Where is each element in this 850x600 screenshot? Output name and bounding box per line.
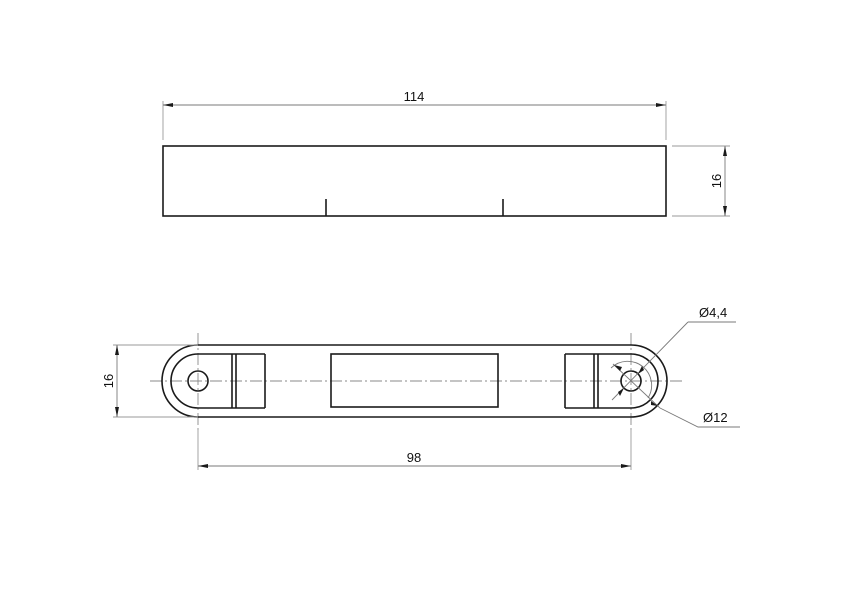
- arrowhead-icon: [163, 103, 173, 107]
- dimension-spacing-98: 98: [197, 430, 632, 470]
- dimension-height-16-top: 16: [672, 145, 730, 217]
- arrowhead-icon: [638, 366, 644, 374]
- arrowhead-icon: [723, 146, 727, 156]
- dimension-diameter-4-4: Ø4,4: [611, 305, 736, 401]
- dimension-label-16-bottom: 16: [101, 374, 116, 388]
- dimension-label-16-top: 16: [709, 174, 724, 188]
- arrowhead-icon: [621, 464, 631, 468]
- dimension-length-114: 114: [162, 89, 667, 140]
- dimension-label-98: 98: [407, 450, 421, 465]
- center-pocket: [330, 353, 499, 408]
- mounting-hole-right: [620, 370, 642, 392]
- mounting-hole-left: [187, 370, 209, 392]
- dimension-label-diameter-4-4: Ø4,4: [699, 305, 727, 320]
- arrowhead-icon: [115, 345, 119, 355]
- arrowhead-icon: [614, 365, 622, 371]
- arrowhead-icon: [198, 464, 208, 468]
- dimension-label-114: 114: [404, 89, 425, 104]
- dimension-diameter-12: Ø12: [610, 360, 740, 428]
- arrowhead-icon: [115, 407, 119, 417]
- top-view-body-outline: [162, 145, 667, 217]
- top-view: 114 16: [162, 89, 730, 217]
- dimension-label-diameter-12: Ø12: [703, 410, 728, 425]
- arrowhead-icon: [656, 103, 666, 107]
- bottom-view: 16 98 Ø12 Ø4,4: [101, 305, 740, 470]
- arrowhead-icon: [723, 206, 727, 216]
- inner-arc-right: [630, 353, 659, 409]
- arrowhead-icon: [651, 401, 658, 406]
- inner-arc-left: [170, 353, 199, 409]
- arrowhead-icon: [618, 388, 624, 396]
- outer-outline: [161, 344, 668, 418]
- dimension-height-16-bottom: 16: [101, 344, 198, 418]
